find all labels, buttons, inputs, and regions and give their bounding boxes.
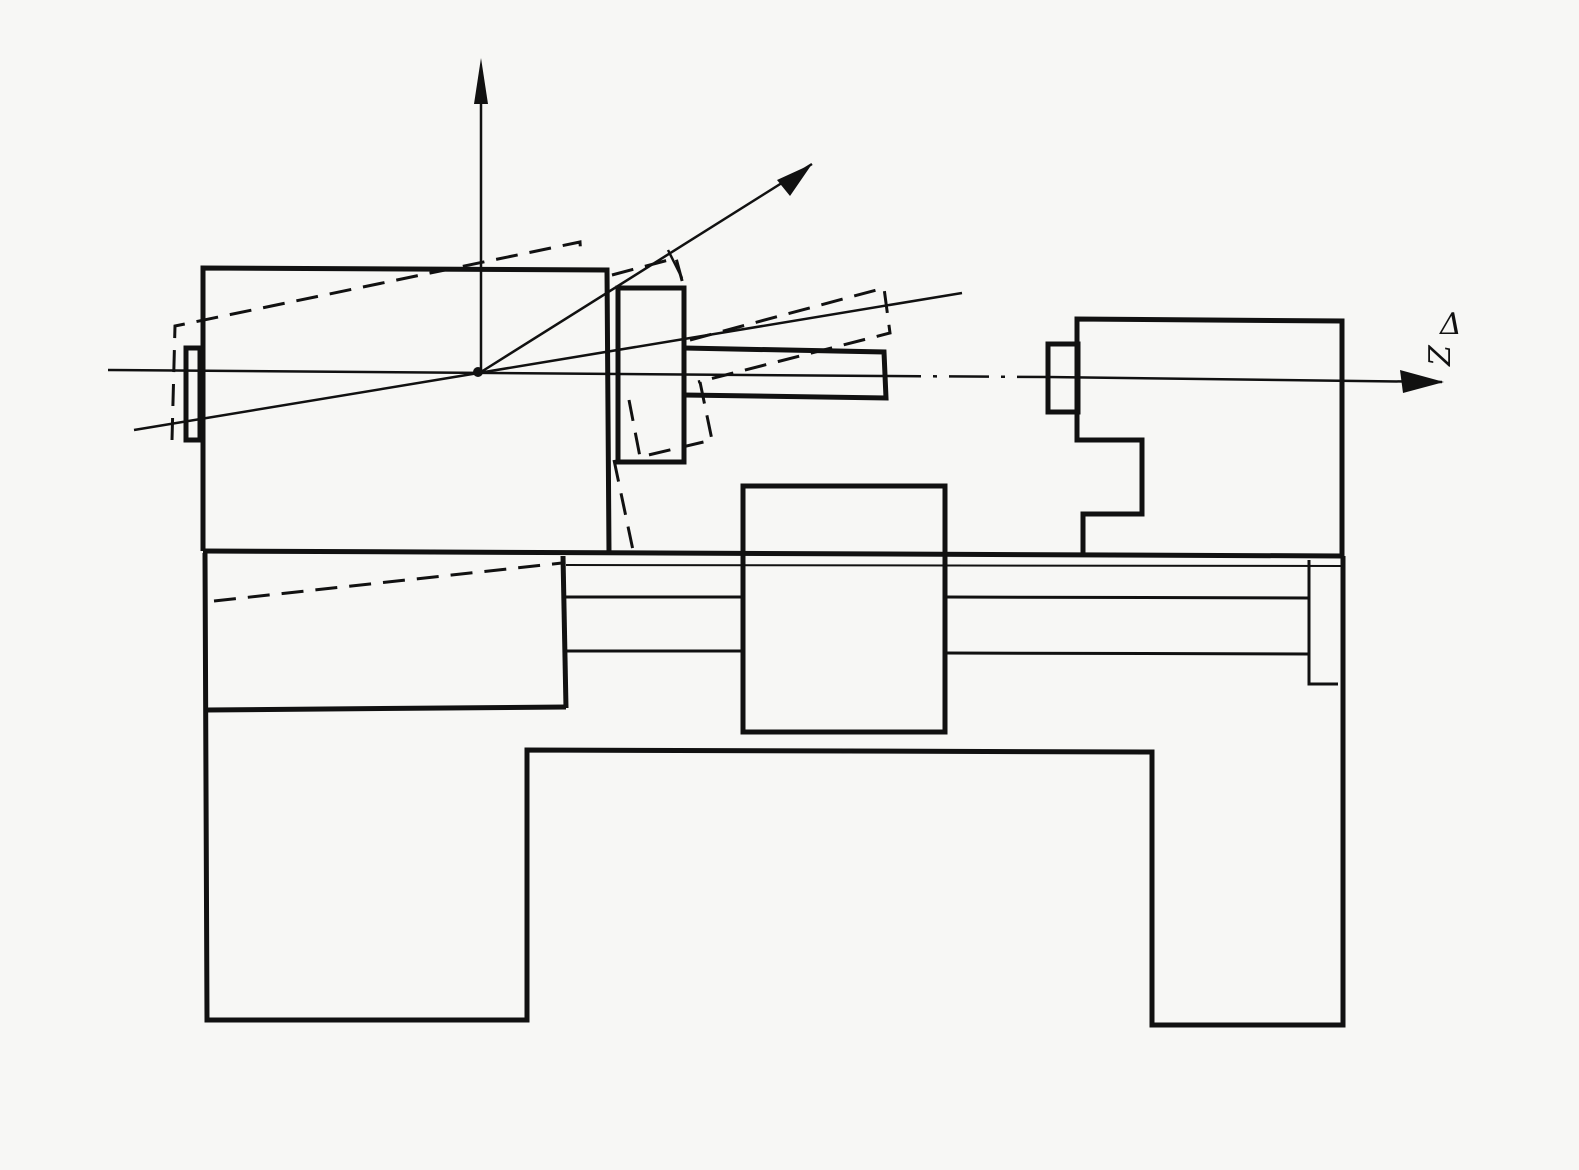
inclined-axis-arrowhead [777, 164, 812, 196]
origin-point [473, 367, 483, 377]
headstock-base-side [560, 555, 569, 709]
z-axis-arrowhead [1400, 370, 1444, 393]
spindle-center-line-dashdot [880, 374, 1049, 379]
headstock-base-divider [206, 704, 567, 713]
workpiece [683, 345, 889, 401]
tilted-chuck-side [612, 459, 636, 556]
axes [107, 70, 1443, 432]
headstock-base [202, 552, 1346, 1028]
feed-rod-top [944, 595, 1310, 600]
spindle-center-line-left [107, 368, 882, 378]
tilted-headstock-outline [170, 240, 583, 441]
lathe-body [183, 265, 1346, 1028]
z-axis-label: Z [1423, 344, 1458, 367]
inclined-axis [480, 162, 813, 374]
bed-top-edge [202, 548, 1343, 559]
headstock-housing [200, 265, 612, 554]
tilted-workpiece-outline [689, 286, 892, 384]
displaced-position-dashed [170, 240, 892, 603]
tilted-center-line [133, 291, 963, 432]
lead-screw-rails [565, 560, 1343, 686]
z-axis-label-prefix: Δ [1439, 307, 1462, 342]
rod-support-bracket [1307, 560, 1338, 686]
carriage-apron [740, 483, 948, 735]
inclined-axis-tick [666, 249, 684, 279]
arrowheads [474, 58, 1444, 393]
spindle-rear-end [183, 345, 203, 443]
tailstock [1074, 316, 1345, 556]
bed-lower-edge [565, 564, 1343, 567]
feed-rod-bottom [944, 651, 1310, 656]
vertical-axis-arrowhead [474, 58, 488, 104]
z-axis-line [1047, 375, 1443, 384]
tilted-base-line [213, 561, 563, 603]
